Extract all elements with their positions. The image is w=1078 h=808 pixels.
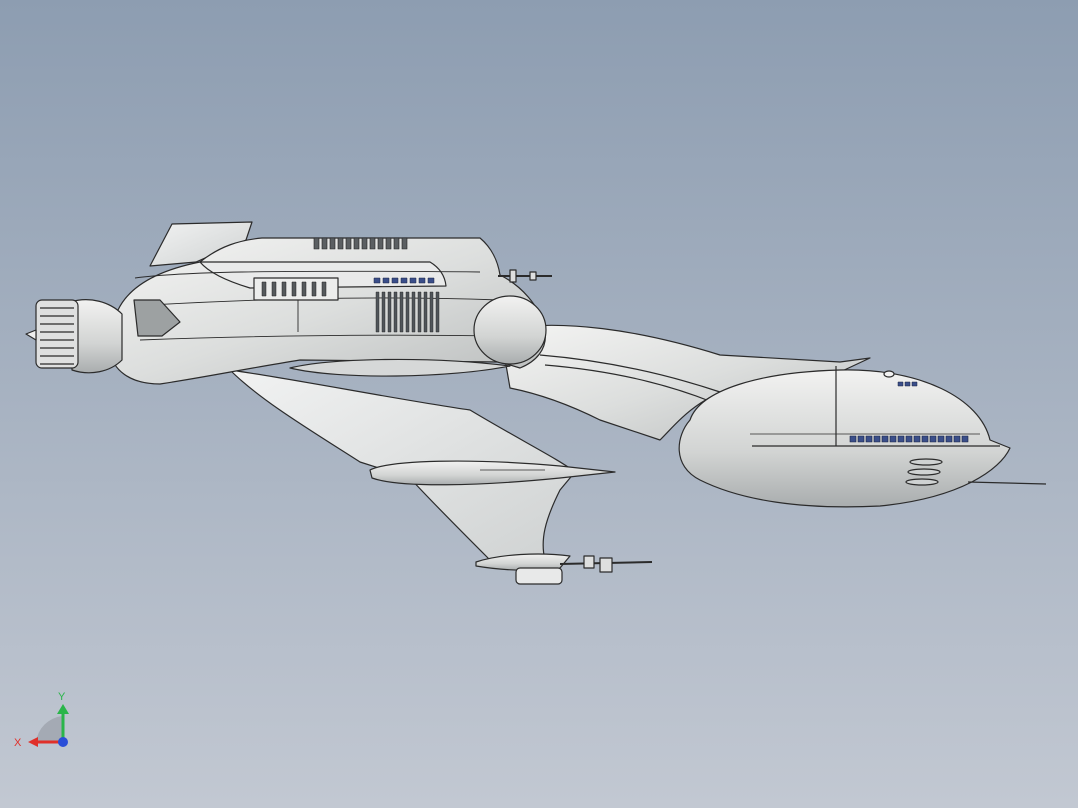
side-nacelle <box>473 295 547 365</box>
spaceship-model[interactable] <box>25 221 1047 585</box>
pod-window-strip <box>849 435 969 443</box>
neck-groove-2 <box>544 364 713 403</box>
neck-groove <box>539 354 721 393</box>
engine-cowl <box>69 299 123 374</box>
wingtip-cannon-collar <box>583 555 595 569</box>
top-vent-grille <box>313 237 408 250</box>
dorsal-intake <box>133 299 181 337</box>
pod-vents <box>905 458 943 486</box>
triad-plane <box>36 716 62 742</box>
triad-x-arrow <box>28 737 38 747</box>
wing-missile <box>369 460 616 486</box>
fuselage-window-row <box>373 277 435 284</box>
wingtip-cannon-collar-2 <box>599 557 613 573</box>
triad-y-arrow <box>57 704 69 714</box>
engine-nozzle <box>35 299 79 369</box>
exhaust-tip <box>25 329 37 341</box>
pod-sensor-dome <box>883 370 895 378</box>
top-gun <box>498 269 552 283</box>
wingtip-bracket <box>515 567 563 585</box>
mid-wing-slot <box>289 358 511 377</box>
triad-y-label: Y <box>58 691 66 703</box>
side-vertical-grille <box>375 291 440 333</box>
hull-seam-top <box>134 270 481 279</box>
hull-seam-low <box>139 334 501 341</box>
triad-z-axis <box>58 737 68 747</box>
view-orientation-triad[interactable]: Y X <box>14 691 69 749</box>
side-panel-slots <box>261 281 327 297</box>
pod-nose-probe <box>967 481 1047 485</box>
pod-top-windows <box>897 381 918 387</box>
triad-x-label: X <box>14 737 22 749</box>
